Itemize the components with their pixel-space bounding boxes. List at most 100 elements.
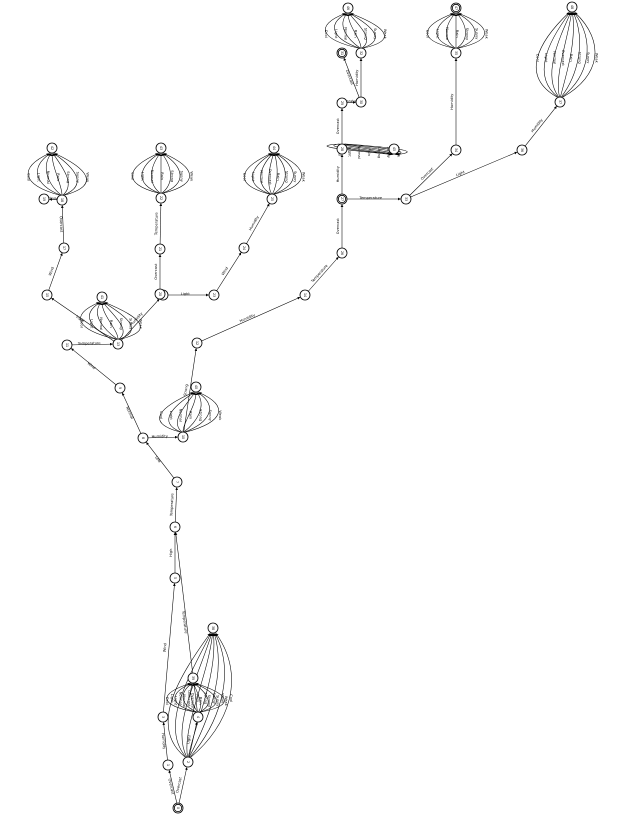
state-node-18: 18	[56, 194, 68, 206]
state-label-24: 24	[242, 246, 246, 250]
state-node-7: 7	[171, 476, 183, 488]
state-node-11: 11	[61, 339, 73, 351]
state-circle-23	[208, 289, 220, 301]
edge-37-48-6	[561, 12, 588, 98]
edge-10-40-6	[185, 392, 219, 433]
edge-2-38-0	[167, 633, 211, 758]
state-node-25: 25	[266, 193, 278, 205]
edge-32-46-4	[348, 13, 367, 49]
state-circle-32	[355, 47, 367, 59]
state-label-44: 44	[272, 146, 276, 150]
edge-label-10-40-3: Rain	[189, 411, 193, 419]
state-circle-22	[155, 192, 167, 204]
state-label-45: 45	[392, 147, 396, 151]
edge-25-44-3	[268, 153, 275, 195]
edge-label-2-38-7: Cool	[229, 694, 233, 702]
state-circle-20	[154, 288, 166, 300]
state-circle-11	[61, 339, 73, 351]
edge-15-17	[48, 252, 63, 291]
state-label-15: 15	[45, 293, 49, 297]
state-label-47: 47	[454, 6, 458, 10]
state-node-40: 40	[190, 381, 202, 393]
state-label-11: 11	[65, 343, 69, 347]
edge-35-47-5	[457, 13, 476, 49]
edge-24-25	[246, 203, 270, 244]
state-circle-33	[400, 193, 412, 205]
state-node-12: 12	[191, 337, 203, 349]
edge-label-18-42-3: Rain	[56, 173, 60, 181]
edge-4-39-3	[190, 683, 198, 713]
edge-18-42-2	[46, 153, 62, 196]
state-label-2: 2	[186, 761, 190, 763]
edge-37-48-1	[543, 12, 571, 98]
state-circle-40	[190, 381, 202, 393]
edge-label-10-40-5: Sunny	[208, 410, 212, 422]
edge-label-18-42-1: Light	[36, 173, 40, 183]
edge-8-10	[147, 435, 178, 439]
edge-22-43-1	[141, 153, 160, 194]
edge-35-47-2	[446, 13, 456, 49]
edge-25-44-5	[273, 153, 286, 195]
state-accept-ring-31	[337, 48, 347, 58]
state-label-35: 35	[454, 51, 458, 55]
edge-label-37-48-0: Cool	[536, 54, 540, 62]
state-node-1: 1	[162, 759, 174, 771]
edge-28-45-1	[333, 143, 393, 156]
edge-label-4-39-5: Strong	[207, 695, 211, 707]
edge-label-37-48-3: Overcast	[561, 50, 565, 67]
edge-label-35-47-6: Weak	[484, 29, 488, 40]
state-node-21: 21	[154, 243, 166, 255]
state-label-36: 36	[520, 148, 524, 152]
edge-8-9	[122, 392, 142, 434]
edge-label-30-31: Overcast	[345, 69, 355, 86]
state-circle-21	[154, 243, 166, 255]
state-node-9: 9	[114, 382, 126, 394]
edge-32-46-5	[349, 13, 376, 49]
edge-37-48-0	[535, 12, 570, 98]
edge-32-46-3	[346, 13, 362, 49]
edge-label-10-12: Strong	[183, 384, 189, 396]
edge-label-25-44-0: Cool	[243, 173, 247, 181]
state-label-14: 14	[303, 293, 307, 297]
edge-label-23-24: Wind	[221, 266, 229, 276]
state-node-24: 24	[238, 242, 250, 254]
edge-2-38-4	[188, 633, 216, 758]
edge-label-25-44-5: Strong	[285, 171, 289, 183]
edge-13-15	[51, 297, 115, 342]
edge-label-1-3: Humidity	[161, 733, 167, 750]
state-node-14: 14	[299, 289, 311, 301]
state-node-36: 36	[516, 144, 528, 156]
edge-0-2	[178, 767, 188, 804]
edge-label-14-26: Temperature	[310, 263, 329, 284]
edge-label-28-45-6: Weak	[396, 147, 400, 158]
edge-label-27-33: Temperature	[358, 196, 383, 200]
edge-label-37-48-7: Weak	[594, 53, 598, 64]
state-circle-35	[450, 47, 462, 59]
edge-label-35-47-2: Normal	[445, 27, 449, 40]
edge-label-25-44-2: Normal	[259, 170, 263, 183]
edge-13-41-2	[97, 302, 118, 340]
edge-label-4-6: Temperature	[181, 610, 188, 635]
edge-label-27-28: Humidity	[336, 165, 340, 182]
state-circle-34	[450, 144, 462, 156]
state-node-30: 30	[355, 96, 367, 108]
edge-36-37	[524, 106, 557, 147]
edge-4-39-0	[166, 682, 196, 713]
edge-label-25-44-3: Overcast	[268, 169, 272, 186]
edge-label-32-46-5: Sunny	[373, 28, 377, 40]
state-circle-30	[355, 96, 367, 108]
edge-label-13-41-0: Cool	[80, 320, 84, 328]
state-node-19: 19	[38, 193, 50, 205]
edge-label-17-18: Overcast	[59, 216, 64, 233]
state-circle-28	[336, 143, 348, 155]
edge-18-42-3	[50, 153, 63, 196]
edge-12-14	[201, 296, 301, 342]
edge-2-38-5	[189, 633, 219, 758]
edge-18-42-5	[53, 153, 78, 196]
state-label-10: 10	[181, 435, 185, 439]
edge-label-28-45-2: Normal	[357, 146, 361, 159]
state-label-39: 39	[191, 676, 195, 680]
edge-label-10-40-2: Normal	[179, 409, 183, 422]
state-label-23: 23	[212, 293, 216, 297]
edge-10-40-1	[168, 392, 195, 433]
